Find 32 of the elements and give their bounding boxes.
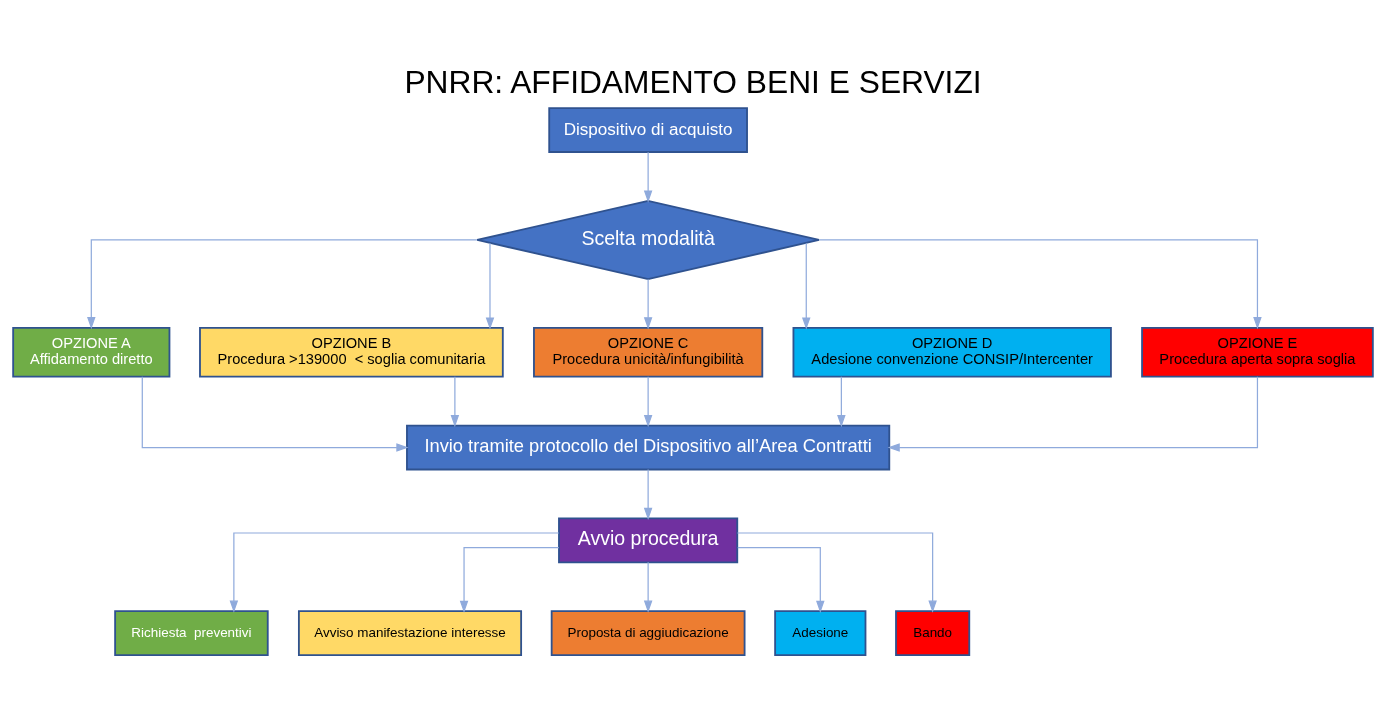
diagram-title: PNRR: AFFIDAMENTO BENI E SERVIZI bbox=[404, 63, 982, 100]
arrow bbox=[887, 375, 1259, 452]
arrow bbox=[837, 375, 846, 427]
node-box: Invio tramite protocollo del Dispositivo all’Area Contratti bbox=[406, 424, 891, 470]
node-box: Richiesta preventivi bbox=[114, 609, 269, 656]
arrow bbox=[818, 238, 1262, 329]
arrow bbox=[485, 242, 495, 330]
node-box: OPZIONE C Procedura unicità/infungibilità bbox=[533, 326, 764, 378]
arrow bbox=[736, 531, 937, 613]
arrow bbox=[450, 375, 460, 427]
arrow bbox=[643, 278, 653, 329]
node-box: Adesione bbox=[774, 609, 867, 656]
arrow bbox=[229, 531, 560, 613]
node-diamond: Scelta modalità bbox=[476, 199, 820, 280]
arrow bbox=[801, 242, 811, 330]
node-box: Proposta di aggiudicazione bbox=[550, 609, 746, 656]
arrow bbox=[87, 238, 478, 329]
node-box: OPZIONE B Procedura >139000 < soglia comunitaria bbox=[199, 326, 504, 378]
arrow bbox=[643, 375, 653, 427]
arrow bbox=[643, 468, 653, 520]
node-box: Dispositivo di acquisto bbox=[548, 106, 748, 153]
arrow bbox=[737, 546, 825, 613]
arrow bbox=[643, 561, 653, 613]
node-box: Avviso manifestazione interesse bbox=[297, 609, 523, 656]
node-box: OPZIONE E Procedura aperta sopra soglia bbox=[1141, 326, 1374, 378]
arrow bbox=[141, 375, 409, 452]
node-box: Avvio procedura bbox=[558, 516, 739, 563]
node-box: OPZIONE D Adesione convenzione CONSIP/Intercenter bbox=[792, 326, 1112, 378]
node-box: OPZIONE A Affidamento diretto bbox=[12, 326, 171, 378]
arrow bbox=[459, 546, 560, 613]
arrow bbox=[643, 151, 653, 203]
node-box: Bando bbox=[895, 609, 971, 656]
